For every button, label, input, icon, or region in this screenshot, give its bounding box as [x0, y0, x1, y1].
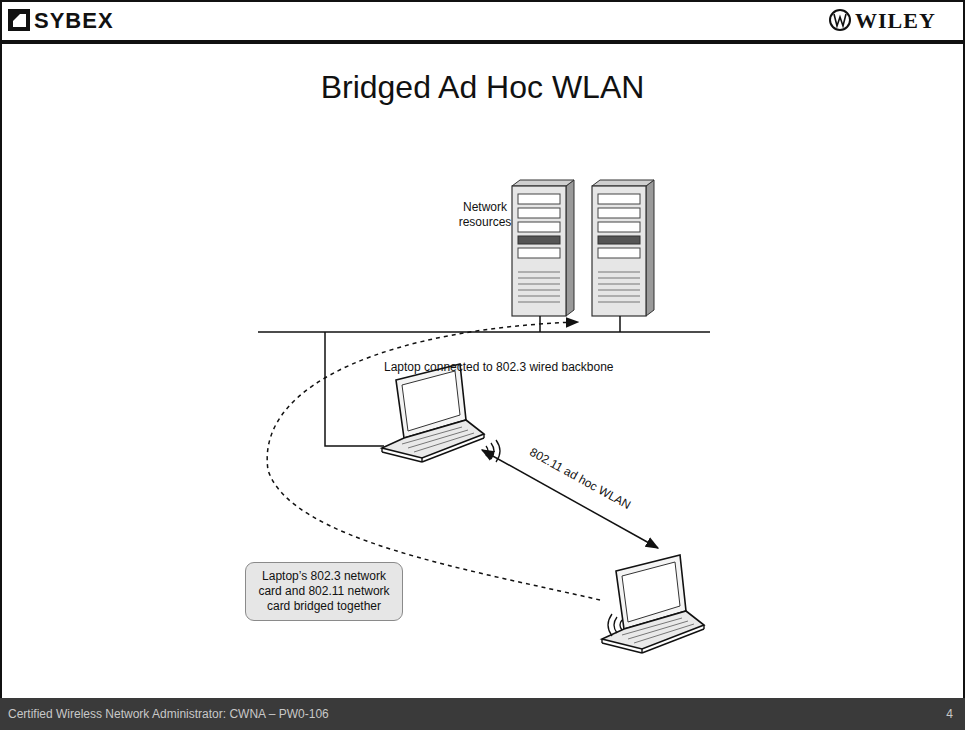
publisher-logo: WILEY: [855, 8, 936, 33]
slide-title: Bridged Ad Hoc WLAN: [0, 68, 965, 106]
wired-laptop-label: Laptop connected to 802.3 wired backbone: [384, 360, 614, 375]
wired-backbone: [258, 331, 710, 333]
link-label: 802.11 ad hoc WLAN: [527, 445, 633, 513]
callout-text: Laptop’s 802.3 network card and 802.11 n…: [254, 569, 394, 614]
wireless-laptop: [602, 555, 704, 653]
publisher-logo: SYBEX: [34, 8, 114, 33]
ethernet-cable: [325, 332, 384, 446]
footer-bar: [0, 698, 965, 730]
server-drop: [619, 316, 621, 332]
wired-laptop: [382, 364, 484, 462]
page-number: 4: [946, 707, 953, 722]
callout-box: Laptop’s 802.3 network card and 802.11 n…: [245, 562, 403, 621]
server: [592, 180, 654, 316]
server: [512, 180, 574, 316]
wiley-icon: [830, 10, 850, 30]
resource-label: Network resources: [452, 200, 518, 230]
header-rule: [0, 40, 965, 44]
sybex-icon: [8, 9, 30, 31]
footer-text: Certified Wireless Network Administrator…: [8, 707, 329, 722]
